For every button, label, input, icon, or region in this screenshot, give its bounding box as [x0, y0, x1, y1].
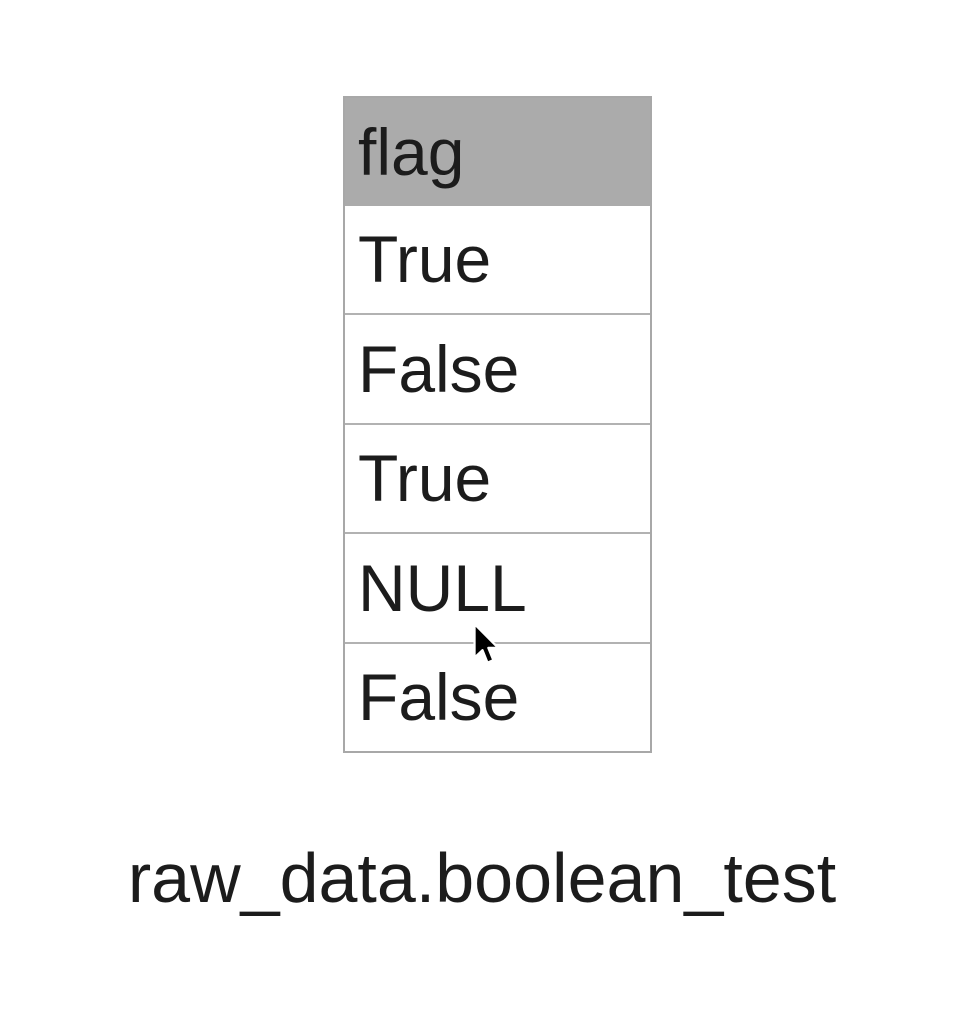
table-row[interactable]: False [345, 313, 650, 423]
boolean-test-table: flag True False True NULL False [343, 96, 652, 753]
table-row[interactable]: True [358, 222, 492, 297]
table-row[interactable]: True [345, 422, 650, 533]
table-row[interactable]: NULL [345, 532, 650, 642]
table-header-flag[interactable]: flag [345, 98, 650, 206]
table-name-caption: raw_data.boolean_test [127, 839, 837, 917]
table-row[interactable]: False [345, 641, 650, 752]
